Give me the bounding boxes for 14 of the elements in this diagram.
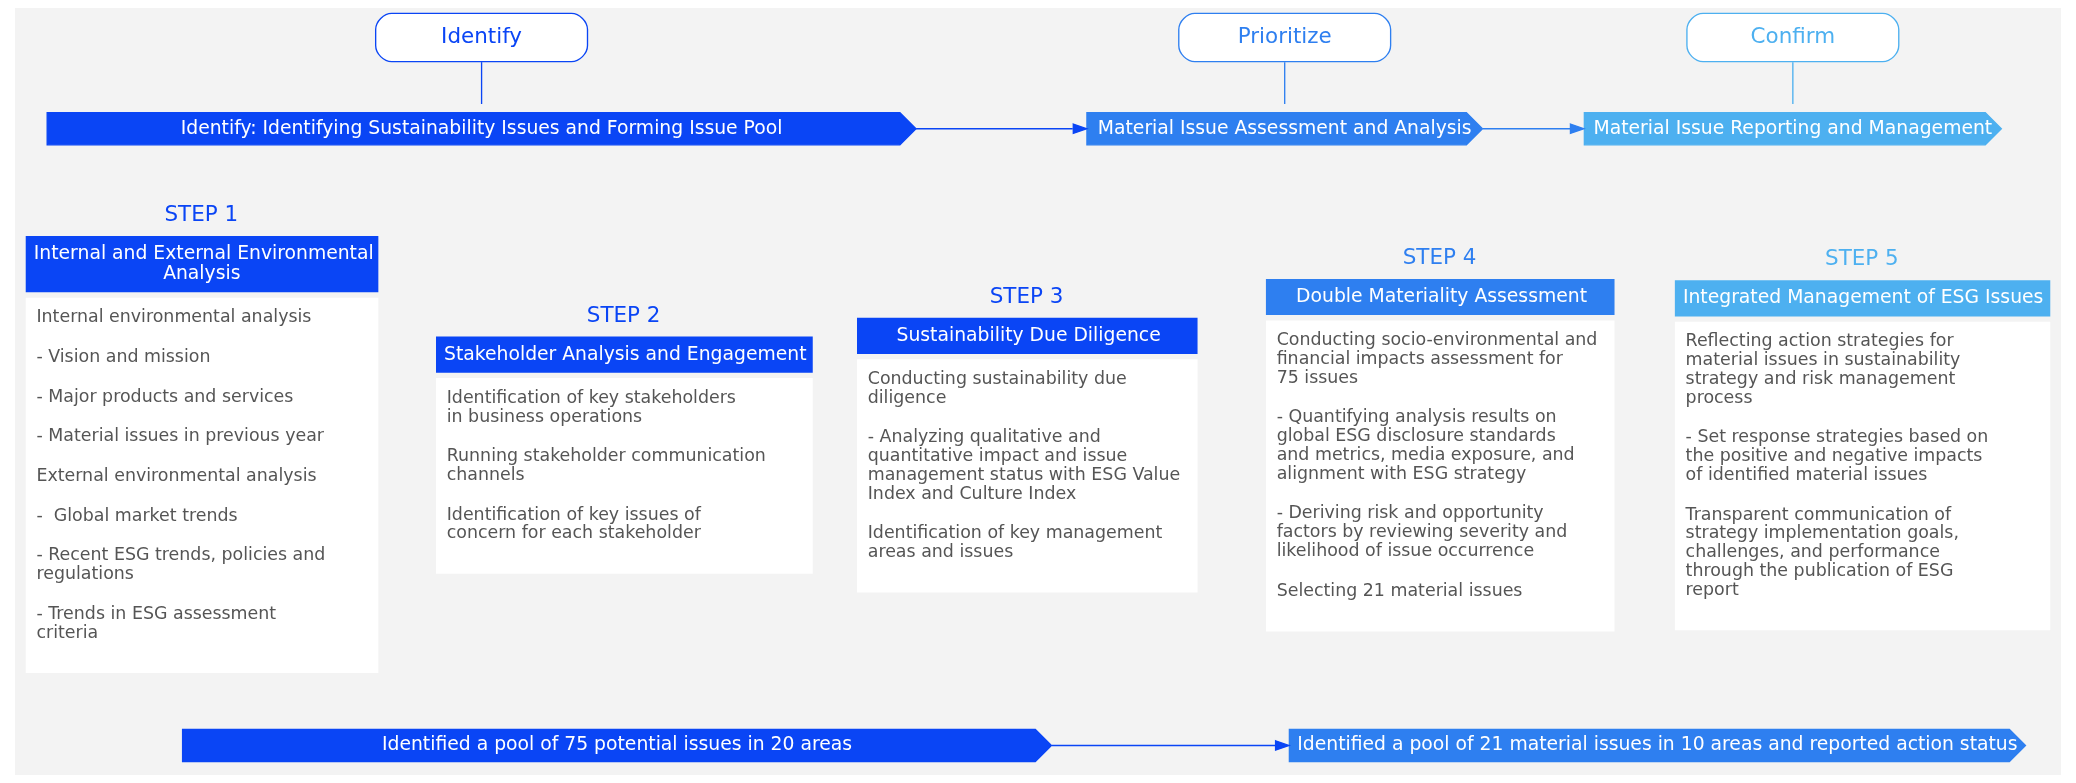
node-box: Identify xyxy=(375,12,589,63)
node-label: STEP 1 xyxy=(164,200,239,226)
connector xyxy=(1792,61,1794,105)
node-label: STEP 5 xyxy=(1825,245,1899,271)
node-label: STEP 4 xyxy=(1402,243,1477,269)
connector xyxy=(1284,61,1286,105)
arrow xyxy=(1482,123,1586,135)
node-box: Confirm xyxy=(1686,12,1900,63)
node-label: STEP 3 xyxy=(989,282,1064,308)
connector xyxy=(480,61,483,105)
node-box: Prioritize xyxy=(1178,12,1392,63)
node-label: STEP 2 xyxy=(586,301,661,327)
arrow xyxy=(915,123,1089,135)
arrow xyxy=(1051,739,1292,752)
